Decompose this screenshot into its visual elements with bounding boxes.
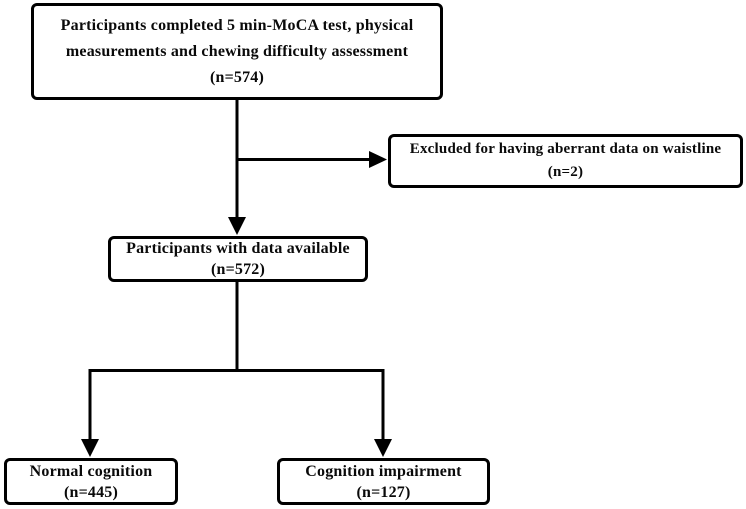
box-initial-cohort-label: Participants completed 5 min-MoCA test, … [60,16,414,60]
box-excluded-count: (n=2) [547,164,584,180]
box-data-available: Participants with data available (n=572) [108,236,368,282]
box-cognition-impairment-count: (n=127) [356,483,411,501]
arrowhead-to-available [228,217,246,235]
box-initial-cohort: Participants completed 5 min-MoCA test, … [31,3,443,100]
arrowhead-to-normal [81,439,99,457]
box-initial-cohort-count: (n=574) [209,68,265,86]
box-excluded-label: Excluded for having aberrant data on wai… [409,141,722,157]
box-normal-cognition-label: Normal cognition [29,462,153,480]
arrowhead-to-excluded [369,151,387,168]
box-cognition-impairment: Cognition impairment (n=127) [277,458,490,505]
box-data-available-label: Participants with data available [126,240,350,257]
arrowhead-to-impairment [374,439,392,457]
box-cognition-impairment-label: Cognition impairment [305,462,462,480]
box-excluded: Excluded for having aberrant data on wai… [388,134,743,188]
box-normal-cognition: Normal cognition (n=445) [4,458,178,505]
box-data-available-count: (n=572) [210,261,266,278]
box-normal-cognition-count: (n=445) [63,483,119,501]
